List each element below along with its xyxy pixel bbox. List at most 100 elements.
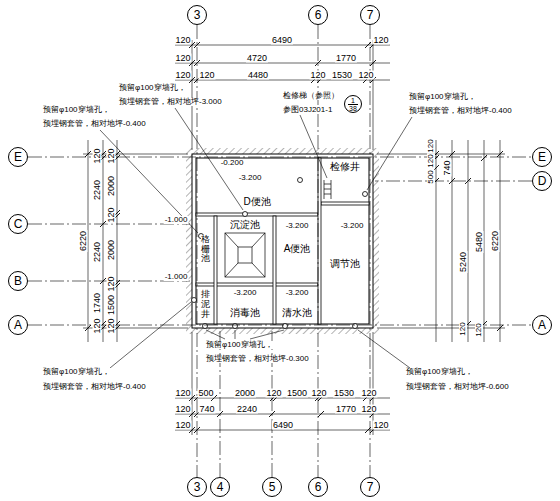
axis-number: E xyxy=(14,150,22,164)
dimension-tick xyxy=(465,178,471,184)
axis-bubble: 3 xyxy=(187,477,207,497)
dimension-tick xyxy=(449,151,455,157)
earth-hatch xyxy=(186,148,379,334)
dimension-text: -3.200 xyxy=(285,289,310,297)
dimension-text: 1770 xyxy=(335,405,357,414)
callout-number: 38 xyxy=(348,104,358,112)
tank-room: 检修井 xyxy=(321,158,369,202)
tank-room: 排泥井 xyxy=(196,286,214,324)
dimension-text: 120 xyxy=(107,206,116,223)
dimension-text: 120 xyxy=(198,71,215,80)
dimension-text: 2000 xyxy=(234,389,256,398)
dimension-text: 2000 xyxy=(107,239,116,261)
dimension-text: 120 xyxy=(372,421,389,430)
axis-bubble: B xyxy=(8,271,28,291)
room-name: 检修井 xyxy=(330,162,360,172)
dimension-text: -1.000 xyxy=(164,273,189,281)
dimension-text: 2240 xyxy=(236,405,258,414)
axis-number: E xyxy=(538,150,546,164)
note-text: 预埋钢套管，相对地坪-0.600 xyxy=(405,383,510,391)
dimension-text: 740 xyxy=(443,159,452,176)
axis-number: 6 xyxy=(315,480,322,494)
dimension-text: 500 xyxy=(427,169,435,184)
dimension-text: 120 xyxy=(107,147,116,164)
dimension-text: 740 xyxy=(198,405,215,414)
axis-number: 5 xyxy=(269,480,276,494)
room-name: 沉淀池 xyxy=(230,220,260,230)
dimension-tick xyxy=(85,151,91,157)
dimension-text: 4480 xyxy=(247,71,269,80)
axis-bubble: 7 xyxy=(360,477,380,497)
axis-bubble: A xyxy=(8,315,28,335)
dimension-text: -3.200 xyxy=(233,289,258,297)
dimension-text: 120 xyxy=(174,421,191,430)
dimension-tick xyxy=(318,411,324,417)
dimension-text: 120 xyxy=(174,389,191,398)
leader-lines xyxy=(100,108,412,368)
tank-room: D便池 xyxy=(196,158,318,213)
axis-bubble: 4 xyxy=(210,477,230,497)
axis-bubble: E xyxy=(532,147,552,167)
dimension-tick xyxy=(100,278,106,284)
axis-number: 7 xyxy=(367,8,374,22)
dimension-lines xyxy=(83,40,505,435)
room-name: A便池 xyxy=(284,244,311,254)
dimension-tick xyxy=(100,221,106,227)
hopper xyxy=(225,233,265,277)
dimension-text: 120 xyxy=(427,153,435,168)
axis-number: 6 xyxy=(315,8,322,22)
axis-number: D xyxy=(538,174,547,188)
dimension-tick xyxy=(370,60,376,66)
dimension-text: 5240 xyxy=(459,251,468,273)
note-text: 预埋钢套管，相对地坪-0.400 xyxy=(408,107,513,115)
dimension-text: 120 xyxy=(309,71,326,80)
note-text: 预埋钢套管，相对地坪-3.000 xyxy=(118,98,223,106)
dimension-text: 120 xyxy=(360,405,377,414)
dimension-text: 120 xyxy=(372,36,389,45)
dimension-text: 120 xyxy=(174,405,191,414)
dimension-text: 1500 xyxy=(286,389,308,398)
tank-room: 沉淀池 xyxy=(217,216,273,283)
axis-number: 3 xyxy=(194,8,201,22)
axis-line xyxy=(28,157,532,158)
tank-room: 清水池 xyxy=(276,286,318,324)
dimension-text: 6220 xyxy=(491,230,500,252)
dimension-text: 1530 xyxy=(333,389,355,398)
dimension-text: 6220 xyxy=(79,230,88,252)
dimension-text: 2240 xyxy=(93,179,102,201)
dimension-text: 120 xyxy=(357,71,374,80)
dimension-ticks xyxy=(85,42,503,433)
dimension-text: 6490 xyxy=(272,421,294,430)
dimension-text: 120 xyxy=(310,389,327,398)
dimension-text: 1500 xyxy=(107,294,116,316)
dimension-text: 500 xyxy=(197,389,214,398)
axis-number: C xyxy=(14,217,23,231)
dimension-text: -0.200 xyxy=(220,159,245,167)
dimension-text: 120 xyxy=(174,54,191,63)
axis-bubble: 5 xyxy=(262,477,282,497)
dimension-text: 120 xyxy=(360,389,377,398)
dimension-text: 4720 xyxy=(246,54,268,63)
inner-walls xyxy=(196,158,369,324)
dimension-text: 120 xyxy=(174,36,191,45)
note-text: 预留φ100穿墙孔， xyxy=(118,84,187,92)
dimension-text: 120 xyxy=(93,147,102,164)
axis-number: 4 xyxy=(217,480,224,494)
dimension-text: 120 xyxy=(107,275,116,292)
axis-bubble: 6 xyxy=(308,5,328,25)
note-text: 预留φ100穿墙孔， xyxy=(205,341,274,349)
dimension-text: 1740 xyxy=(93,292,102,314)
axis-bubble: C xyxy=(8,214,28,234)
tank-room: 格栅池 xyxy=(196,216,214,283)
tank-room: A便池 xyxy=(276,216,318,283)
axis-number: 3 xyxy=(194,480,201,494)
axis-number: 7 xyxy=(367,480,374,494)
axis-lines xyxy=(28,181,532,477)
dimension-tick xyxy=(449,178,455,184)
axis-bubble: 7 xyxy=(360,5,380,25)
axis-line xyxy=(197,25,198,477)
axis-line xyxy=(28,325,532,326)
dimension-text: -3.200 xyxy=(340,222,365,230)
note-text: 参图03J201-1 xyxy=(282,106,333,114)
